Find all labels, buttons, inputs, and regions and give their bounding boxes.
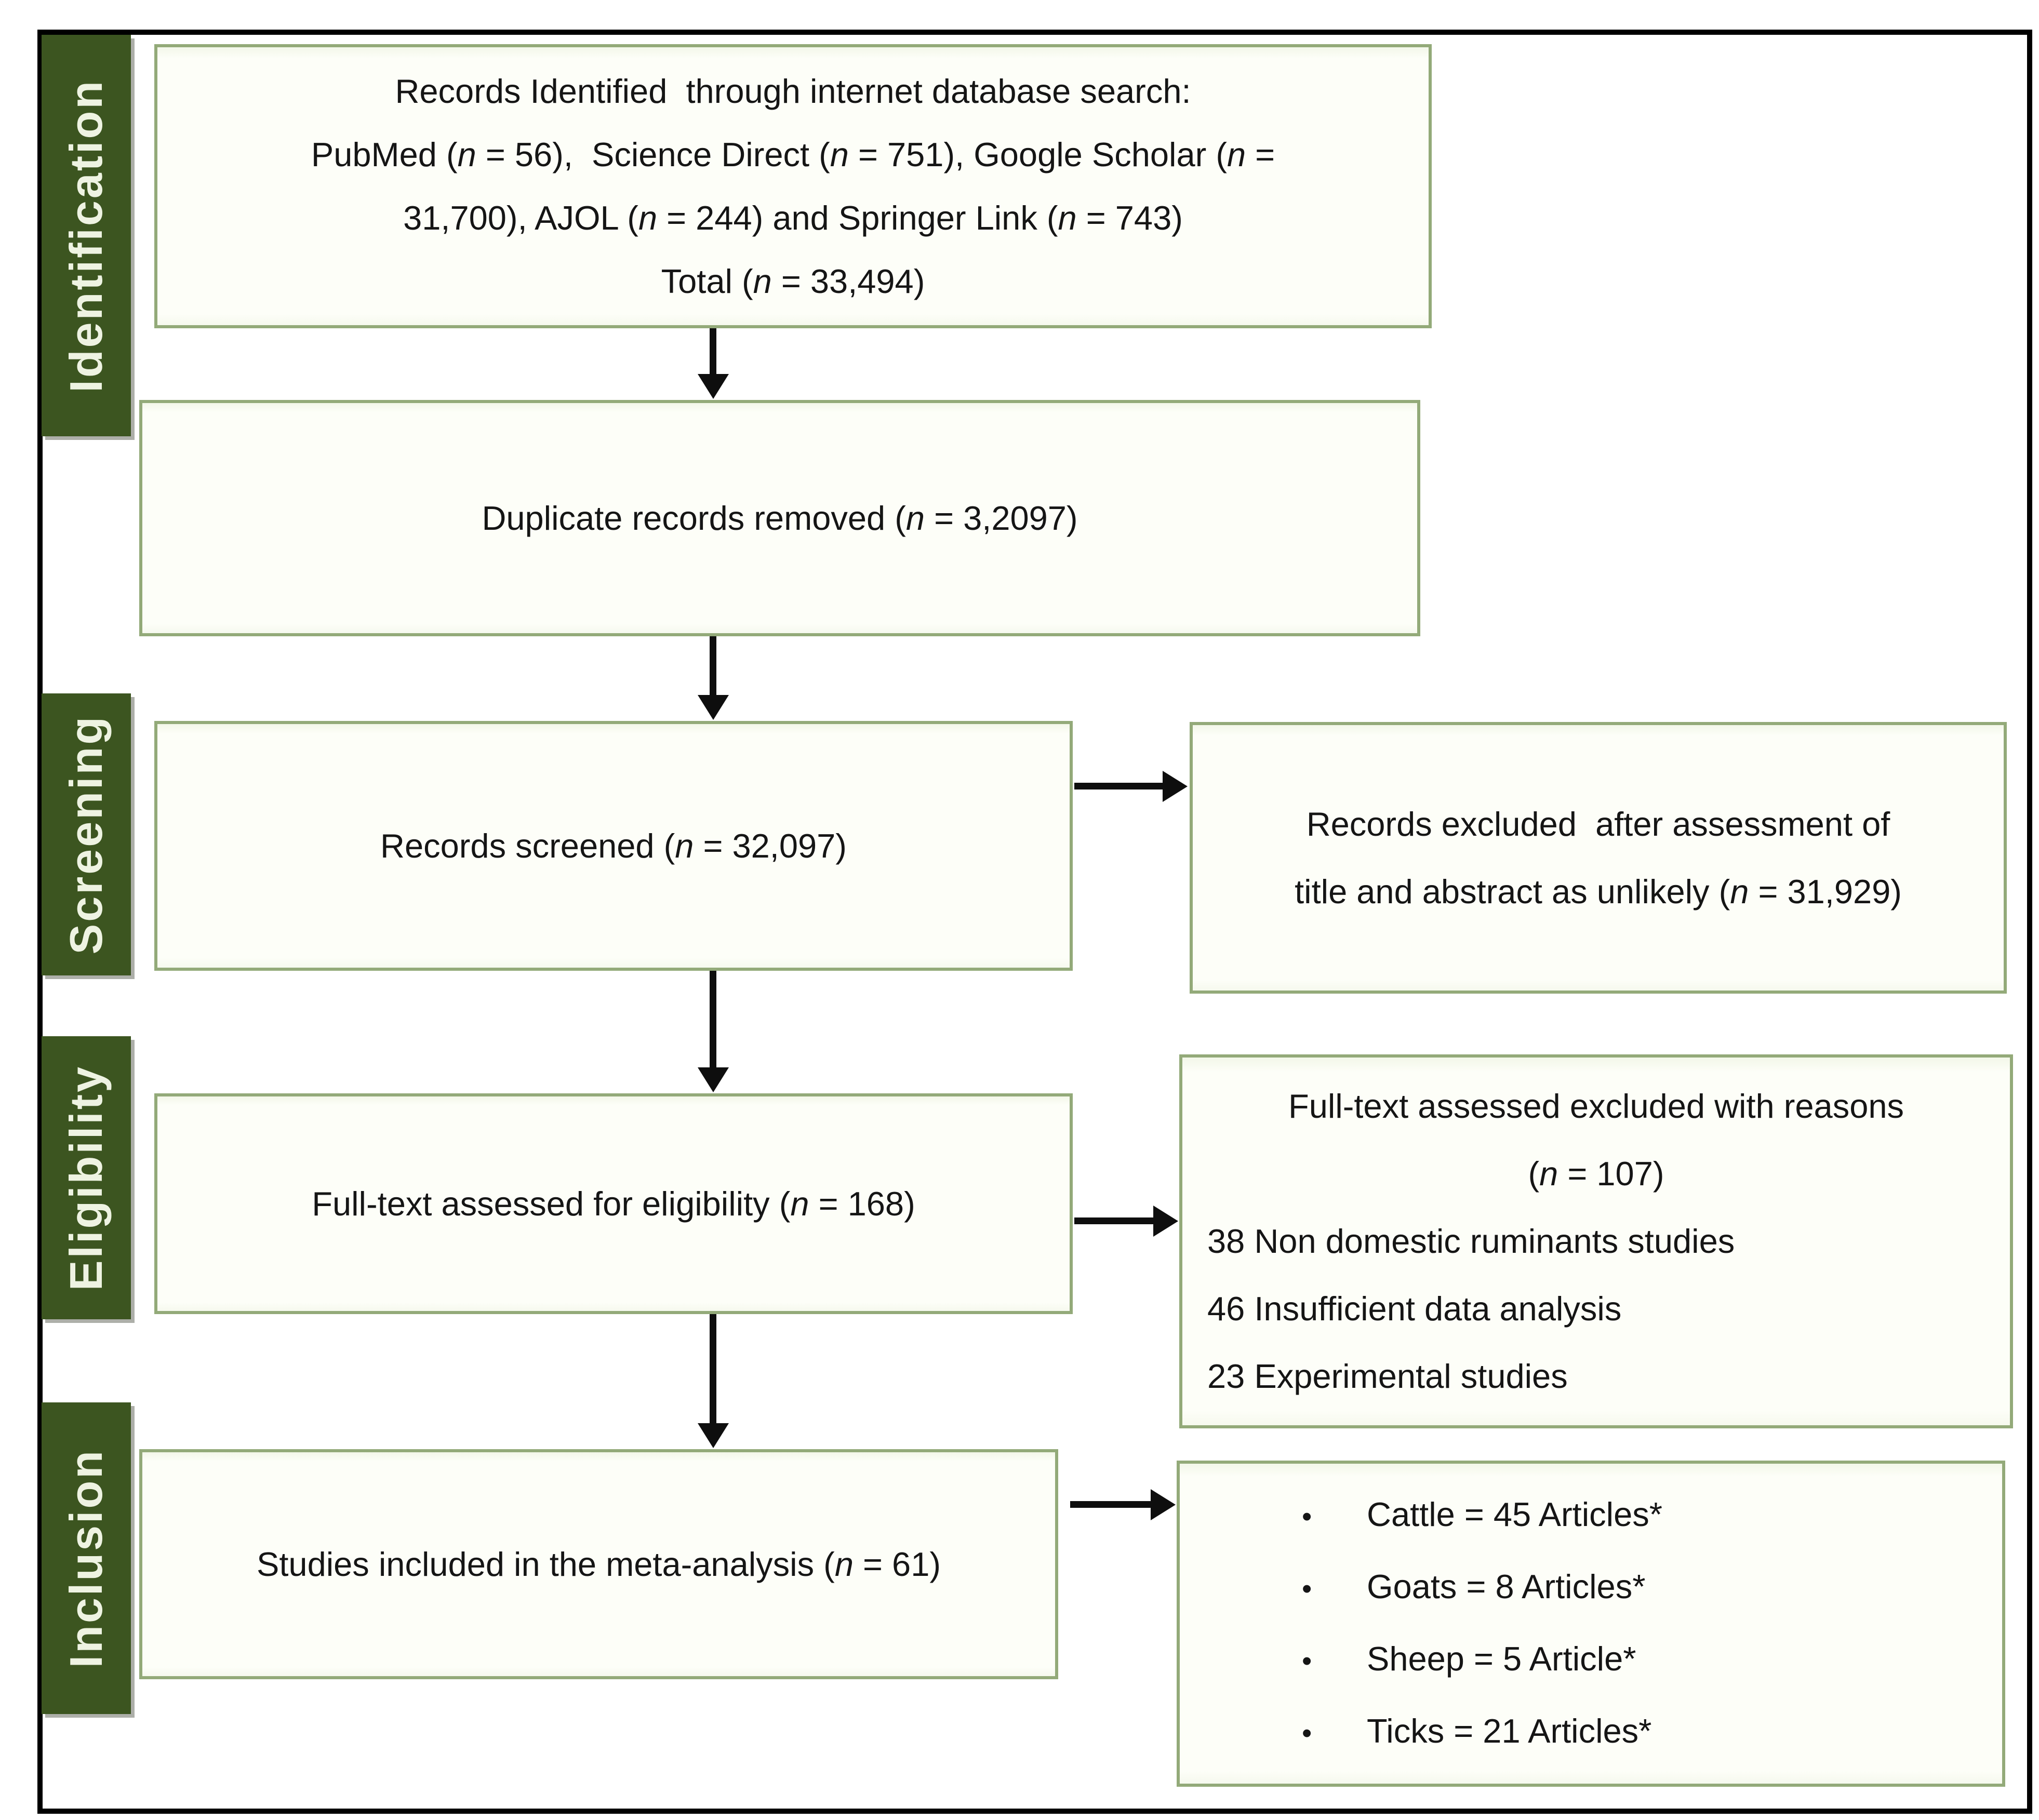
phase-label-inclusion: Inclusion: [42, 1402, 131, 1714]
records-identified-line2: PubMed (n = 56), Science Direct (n = 751…: [311, 135, 1275, 173]
arrow-down-identified-to-duplicates: [710, 328, 716, 375]
included-breakdown-list: • Cattle = 45 Articles* • Goats = 8 Arti…: [1180, 1479, 2002, 1768]
phase-label-screening: Screening: [42, 693, 131, 975]
box-duplicates-removed: Duplicate records removed (n = 3,2097): [139, 400, 1420, 636]
phase-label-screening-text: Screening: [60, 714, 112, 955]
box-records-identified: Records Identified through internet data…: [154, 44, 1432, 328]
list-item: • Ticks = 21 Articles*: [1302, 1696, 2002, 1768]
records-identified-line4: Total (n = 33,494): [661, 262, 925, 300]
box-records-excluded: Records excluded after assessment of tit…: [1190, 722, 2007, 994]
breakdown-cattle: Cattle = 45 Articles*: [1367, 1495, 1663, 1533]
bullet-icon: •: [1302, 1500, 1312, 1532]
box-records-screened: Records screened (n = 32,097): [154, 721, 1073, 971]
records-identified-line1: Records Identified through internet data…: [395, 72, 1191, 110]
bullet-icon: •: [1302, 1717, 1312, 1749]
fulltext-excluded-reasons: 38 Non domestic ruminants studies 46 Ins…: [1182, 1208, 2010, 1410]
list-item: • Goats = 8 Articles*: [1302, 1551, 2002, 1624]
phase-label-identification: Identification: [42, 35, 131, 436]
box-fulltext-excluded: Full-text assessed excluded with reasons…: [1179, 1054, 2013, 1428]
box-studies-included: Studies included in the meta-analysis (n…: [139, 1449, 1058, 1679]
arrow-right-fulltext-to-excluded: [1074, 1217, 1154, 1224]
phase-label-eligibility-text: Eligibility: [60, 1064, 112, 1291]
fulltext-excluded-count: (n = 107): [1528, 1155, 1664, 1193]
phase-label-identification-text: Identification: [60, 78, 112, 393]
records-identified-line3: 31,700), AJOL (n = 244) and Springer Lin…: [403, 198, 1183, 237]
breakdown-ticks: Ticks = 21 Articles*: [1367, 1712, 1652, 1750]
bullet-icon: •: [1302, 1572, 1312, 1604]
arrow-right-screened-to-excluded: [1074, 783, 1164, 789]
arrow-down-fulltext-to-included: [710, 1314, 716, 1424]
exclusion-reason-2: 46 Insufficient data analysis: [1207, 1290, 1622, 1328]
phase-label-inclusion-text: Inclusion: [60, 1448, 112, 1668]
box-fulltext-assessed: Full-text assessed for eligibility (n = …: [154, 1093, 1073, 1314]
arrow-down-screened-to-fulltext: [710, 971, 716, 1068]
list-item: • Sheep = 5 Article*: [1302, 1624, 2002, 1696]
records-excluded-line2: title and abstract as unlikely (n = 31,9…: [1295, 872, 1902, 911]
list-item: • Cattle = 45 Articles*: [1302, 1479, 2002, 1551]
exclusion-reason-1: 38 Non domestic ruminants studies: [1207, 1222, 1735, 1260]
box-included-breakdown: • Cattle = 45 Articles* • Goats = 8 Arti…: [1177, 1461, 2005, 1787]
records-excluded-line1: Records excluded after assessment of: [1306, 805, 1890, 843]
phase-label-eligibility: Eligibility: [42, 1036, 131, 1319]
breakdown-goats: Goats = 8 Articles*: [1367, 1568, 1646, 1605]
arrow-down-duplicates-to-screened: [710, 636, 716, 696]
fulltext-excluded-title: Full-text assessed excluded with reasons: [1288, 1087, 1904, 1125]
studies-included-text: Studies included in the meta-analysis (n…: [257, 1545, 941, 1583]
fulltext-assessed-text: Full-text assessed for eligibility (n = …: [312, 1184, 915, 1223]
breakdown-sheep: Sheep = 5 Article*: [1367, 1640, 1636, 1678]
arrow-right-included-to-breakdown: [1070, 1501, 1152, 1508]
exclusion-reason-3: 23 Experimental studies: [1207, 1357, 1568, 1395]
bullet-icon: •: [1302, 1644, 1312, 1677]
records-screened-text: Records screened (n = 32,097): [380, 826, 847, 865]
duplicates-removed-text: Duplicate records removed (n = 3,2097): [482, 499, 1078, 537]
